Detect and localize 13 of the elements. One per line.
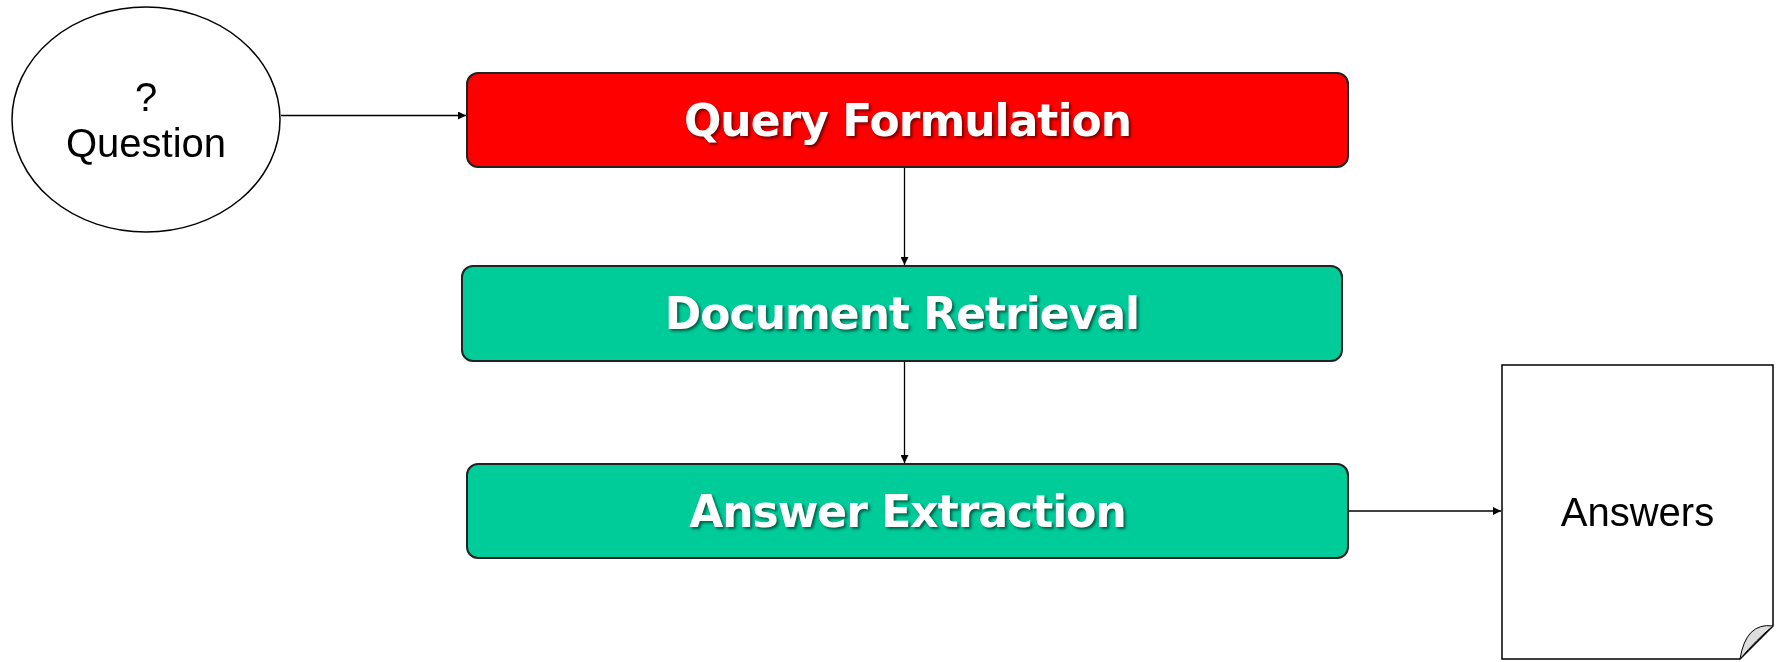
process-box — [461, 265, 1343, 362]
process-label: Query Formulation — [683, 94, 1132, 146]
node-label: ? — [134, 73, 158, 120]
node-label: Answers — [1560, 489, 1715, 535]
arrow — [280, 111, 467, 120]
arrow — [900, 167, 909, 266]
process-label: Document Retrieval — [664, 288, 1140, 339]
process-box — [466, 463, 1349, 559]
node-label: Question — [65, 119, 227, 166]
arrow — [1348, 507, 1502, 515]
process-box — [466, 72, 1349, 168]
process-label: Answer Extraction — [689, 485, 1126, 537]
arrow — [900, 361, 909, 464]
